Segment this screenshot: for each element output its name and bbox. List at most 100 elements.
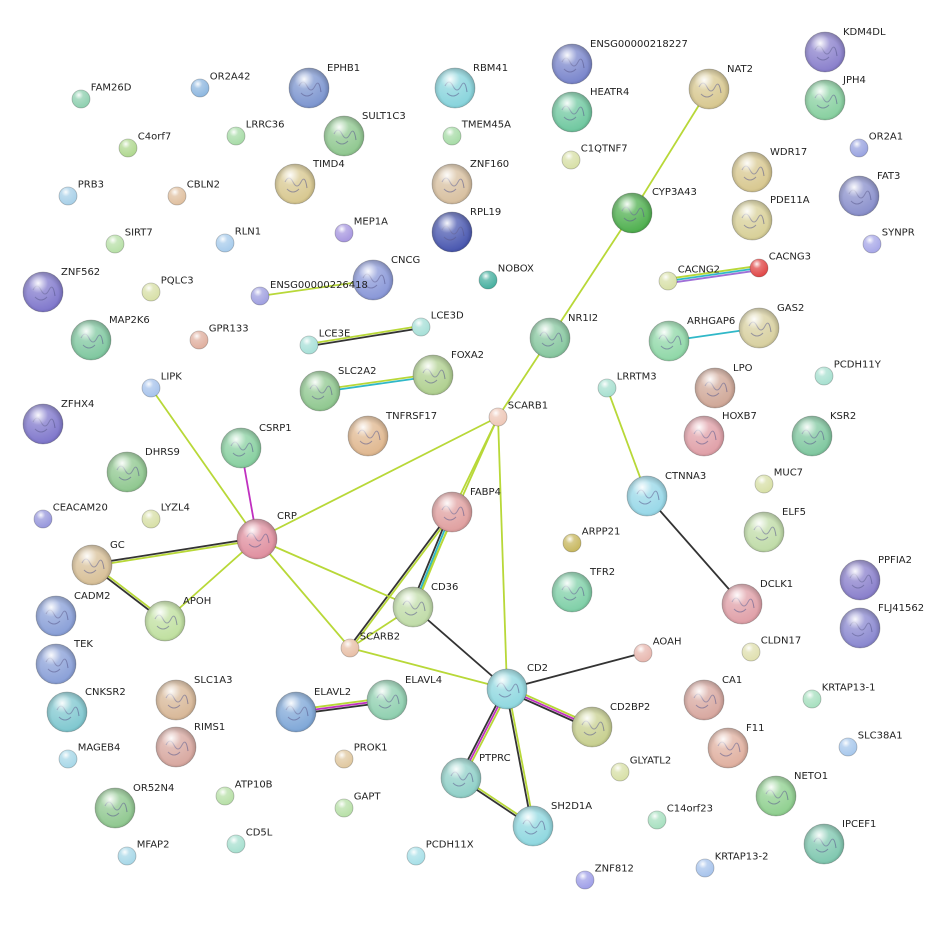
- node-nobox[interactable]: NOBOX: [478, 263, 534, 290]
- node-znf812[interactable]: ZNF812: [575, 863, 634, 890]
- node-ceacam20[interactable]: CEACAM20: [33, 502, 108, 529]
- node-dhrs9[interactable]: DHRS9: [106, 447, 180, 493]
- node-cd2[interactable]: CD2: [486, 663, 548, 710]
- node-pcdh11y[interactable]: PCDH11Y: [814, 359, 882, 386]
- node-arpp21[interactable]: ARPP21: [562, 526, 620, 553]
- node-gapt[interactable]: GAPT: [334, 791, 381, 818]
- node-or2a1[interactable]: OR2A1: [849, 131, 903, 158]
- node-lce3d[interactable]: LCE3D: [411, 310, 464, 337]
- node-csrp1[interactable]: CSRP1: [220, 423, 292, 469]
- node-nat2[interactable]: NAT2: [688, 64, 753, 110]
- node-fat3[interactable]: FAT3: [838, 171, 900, 217]
- node-atp10b[interactable]: ATP10B: [215, 779, 273, 806]
- node-cd36[interactable]: CD36: [392, 582, 458, 628]
- node-lpo[interactable]: LPO: [694, 363, 753, 409]
- node-map2k6[interactable]: MAP2K6: [70, 315, 150, 361]
- node-tmem45a[interactable]: TMEM45A: [442, 119, 511, 146]
- node-cacng3[interactable]: CACNG3: [749, 251, 811, 278]
- node-heatr4[interactable]: HEATR4: [551, 87, 629, 133]
- node-mageb4[interactable]: MAGEB4: [58, 742, 120, 769]
- node-elavl4[interactable]: ELAVL4: [366, 675, 442, 721]
- node-ipcef1[interactable]: IPCEF1: [803, 819, 876, 865]
- node-aoah[interactable]: AOAH: [633, 636, 681, 663]
- node-sh2d1a[interactable]: SH2D1A: [512, 801, 592, 847]
- node-scarb2[interactable]: SCARB2: [340, 631, 400, 658]
- node-rims1[interactable]: RIMS1: [155, 722, 225, 768]
- node-prok1[interactable]: PROK1: [334, 742, 388, 769]
- node-cncg[interactable]: CNCG: [352, 255, 420, 301]
- node-cd2bp2[interactable]: CD2BP2: [571, 702, 650, 748]
- node-krtap13-2[interactable]: KRTAP13-2: [695, 851, 768, 878]
- node-elf5[interactable]: ELF5: [743, 507, 806, 553]
- node-cadm2[interactable]: CADM2: [35, 591, 111, 637]
- node-arhgap6[interactable]: ARHGAP6: [648, 316, 735, 362]
- node-fam26d[interactable]: FAM26D: [71, 82, 132, 109]
- node-or52n4[interactable]: OR52N4: [94, 783, 174, 829]
- node-gas2[interactable]: GAS2: [738, 303, 804, 349]
- node-pde11a[interactable]: PDE11A: [731, 195, 810, 241]
- node-neto1[interactable]: NETO1: [755, 771, 828, 817]
- node-lyzl4[interactable]: LYZL4: [141, 502, 190, 529]
- node-lce3e[interactable]: LCE3E: [299, 328, 350, 355]
- node-rln1[interactable]: RLN1: [215, 226, 261, 253]
- node-ca1[interactable]: CA1: [683, 675, 742, 721]
- node-synpr[interactable]: SYNPR: [862, 227, 915, 254]
- node-tnfrsf17[interactable]: TNFRSF17: [347, 411, 437, 457]
- node-kdm4dl[interactable]: KDM4DL: [804, 27, 886, 73]
- node-f11[interactable]: F11: [707, 723, 764, 769]
- node-tek[interactable]: TEK: [35, 639, 93, 685]
- node-gpr133[interactable]: GPR133: [189, 323, 249, 350]
- node-c1qtnf7[interactable]: C1QTNF7: [561, 143, 628, 170]
- node-krtap13-1[interactable]: KRTAP13-1: [802, 682, 875, 709]
- node-tfr2[interactable]: TFR2: [551, 567, 615, 613]
- node-timd4[interactable]: TIMD4: [274, 159, 345, 205]
- node-ksr2[interactable]: KSR2: [791, 411, 856, 457]
- node-muc7[interactable]: MUC7: [754, 467, 803, 494]
- node-sirt7[interactable]: SIRT7: [105, 227, 153, 254]
- node-or2a42[interactable]: OR2A42: [190, 71, 251, 98]
- node-ppfia2[interactable]: PPFIA2: [839, 555, 912, 601]
- node-fabp4[interactable]: FABP4: [431, 487, 501, 533]
- node-slc2a2[interactable]: SLC2A2: [299, 366, 376, 412]
- node-lrrc36[interactable]: LRRC36: [226, 119, 284, 146]
- node-ptprc[interactable]: PTPRC: [440, 753, 511, 799]
- node-ephb1[interactable]: EPHB1: [288, 63, 360, 109]
- node-ensg00000218227[interactable]: ENSG00000218227: [551, 39, 688, 85]
- node-apoh[interactable]: APOH: [144, 596, 211, 642]
- node-ensg00000226418[interactable]: ENSG00000226418: [250, 280, 368, 306]
- node-crp[interactable]: CRP: [236, 511, 297, 560]
- node-ctnna3[interactable]: CTNNA3: [626, 471, 706, 517]
- node-c4orf7[interactable]: C4orf7: [118, 131, 171, 158]
- node-scarb1[interactable]: SCARB1: [488, 400, 548, 427]
- node-jph4[interactable]: JPH4: [804, 75, 866, 121]
- node-cbln2[interactable]: CBLN2: [167, 179, 220, 206]
- node-prb3[interactable]: PRB3: [58, 179, 104, 206]
- node-slc38a1[interactable]: SLC38A1: [838, 730, 903, 757]
- node-lrrtm3[interactable]: LRRTM3: [597, 371, 657, 398]
- node-elavl2[interactable]: ELAVL2: [275, 687, 351, 733]
- node-znf562[interactable]: ZNF562: [22, 267, 100, 313]
- node-wdr17[interactable]: WDR17: [731, 147, 807, 193]
- node-pqlc3[interactable]: PQLC3: [141, 275, 194, 302]
- node-cnksr2[interactable]: CNKSR2: [46, 687, 126, 733]
- node-foxa2[interactable]: FOXA2: [412, 350, 484, 396]
- node-cd5l[interactable]: CD5L: [226, 827, 273, 854]
- node-slc1a3[interactable]: SLC1A3: [155, 675, 232, 721]
- node-nr1i2[interactable]: NR1I2: [529, 313, 598, 359]
- node-mfap2[interactable]: MFAP2: [117, 839, 169, 866]
- node-pcdh11x[interactable]: PCDH11X: [406, 839, 474, 866]
- node-glyatl2[interactable]: GLYATL2: [610, 755, 671, 782]
- node-cldn17[interactable]: CLDN17: [741, 635, 801, 662]
- node-flj41562[interactable]: FLJ41562: [839, 603, 924, 649]
- node-lipk[interactable]: LIPK: [141, 371, 182, 398]
- node-c14orf23[interactable]: C14orf23: [647, 803, 713, 830]
- node-znf160[interactable]: ZNF160: [431, 159, 509, 205]
- node-hoxb7[interactable]: HOXB7: [683, 411, 757, 457]
- node-mep1a[interactable]: MEP1A: [334, 216, 388, 243]
- node-rbm41[interactable]: RBM41: [434, 63, 508, 109]
- node-zfhx4[interactable]: ZFHX4: [22, 399, 94, 445]
- node-dclk1[interactable]: DCLK1: [721, 579, 793, 625]
- node-sult1c3[interactable]: SULT1C3: [323, 111, 406, 157]
- node-rpl19[interactable]: RPL19: [431, 207, 501, 253]
- node-cyp3a43[interactable]: CYP3A43: [611, 187, 697, 234]
